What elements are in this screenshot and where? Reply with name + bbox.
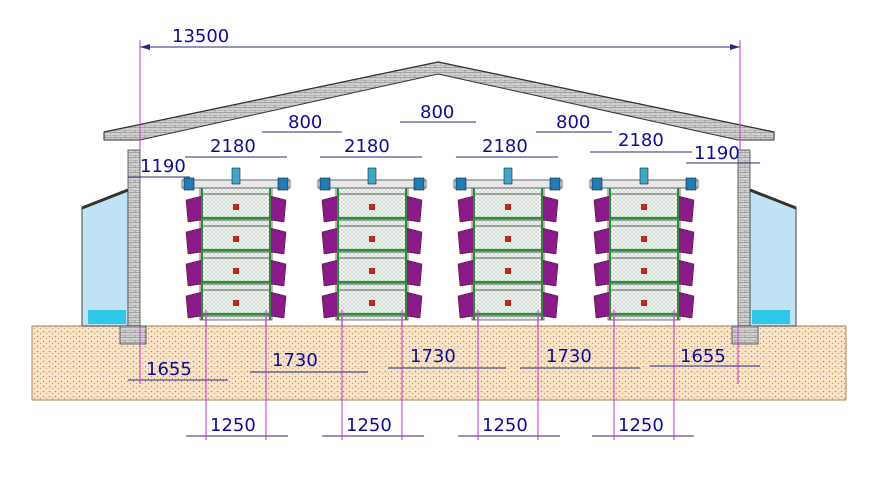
trough-right-4-1: [677, 195, 695, 223]
cage-width-label-2: 2180: [344, 136, 390, 157]
side-gap-label-left: 1190: [140, 156, 186, 177]
nipple-drinker-3-2: [505, 236, 511, 242]
trough-left-1-3: [185, 259, 203, 287]
floor-label-1: 1655: [146, 359, 192, 380]
trough-right-1-2: [269, 227, 287, 255]
trough-right-3-4: [541, 291, 559, 319]
side-gap-label-right: 1190: [694, 143, 740, 164]
trough-left-4-3: [593, 259, 611, 287]
cage-rows: [181, 167, 699, 326]
left-wall: [127, 149, 141, 327]
trough-left-1-4: [185, 291, 203, 319]
cage-width-label-4: 2180: [618, 130, 664, 151]
aisle-label-3: 800: [556, 112, 590, 133]
feeder-right-4: [685, 177, 697, 191]
floor-slab: [31, 325, 847, 401]
feeder-right-2: [413, 177, 425, 191]
trough-left-2-3: [321, 259, 339, 287]
cage-width-label-1: 2180: [210, 136, 256, 157]
nipple-drinker-4-3: [641, 268, 647, 274]
trough-right-1-1: [269, 195, 287, 223]
overall-width-label: 13500: [172, 26, 229, 47]
left-footing: [119, 325, 147, 345]
nipple-drinker-4-2: [641, 236, 647, 242]
nipple-drinker-2-2: [369, 236, 375, 242]
trough-left-2-4: [321, 291, 339, 319]
trough-right-4-4: [677, 291, 695, 319]
trough-right-2-3: [405, 259, 423, 287]
nipple-drinker-1-2: [233, 236, 239, 242]
nipple-drinker-3-4: [505, 300, 511, 306]
right-wall: [737, 149, 751, 327]
trough-left-4-2: [593, 227, 611, 255]
trough-right-1-3: [269, 259, 287, 287]
right-side-panel: [749, 188, 797, 327]
left-side-panel: [81, 188, 129, 327]
feeder-left-1: [183, 177, 195, 191]
nipple-drinker-4-4: [641, 300, 647, 306]
trough-left-3-4: [457, 291, 475, 319]
aisle-label-1: 800: [288, 112, 322, 133]
trough-right-2-4: [405, 291, 423, 319]
manure-pipe-3: [503, 167, 513, 185]
nipple-drinker-4-1: [641, 204, 647, 210]
roof: [103, 61, 775, 141]
trough-left-3-1: [457, 195, 475, 223]
trough-left-2-1: [321, 195, 339, 223]
aisle-label-2: 800: [420, 102, 454, 123]
nipple-drinker-2-4: [369, 300, 375, 306]
trough-right-2-1: [405, 195, 423, 223]
trough-right-3-1: [541, 195, 559, 223]
trough-left-3-2: [457, 227, 475, 255]
trough-left-2-2: [321, 227, 339, 255]
trough-left-1-2: [185, 227, 203, 255]
nipple-drinker-3-3: [505, 268, 511, 274]
base-label-4: 1250: [618, 415, 664, 436]
nipple-drinker-1-4: [233, 300, 239, 306]
manure-pipe-1: [231, 167, 241, 185]
trough-right-1-4: [269, 291, 287, 319]
trough-left-1-1: [185, 195, 203, 223]
trough-left-4-1: [593, 195, 611, 223]
feeder-right-1: [277, 177, 289, 191]
floor-label-3: 1730: [410, 346, 456, 367]
base-label-1: 1250: [210, 415, 256, 436]
nipple-drinker-3-1: [505, 204, 511, 210]
right-footing: [731, 325, 759, 345]
base-label-3: 1250: [482, 415, 528, 436]
manure-pipe-4: [639, 167, 649, 185]
feeder-left-4: [591, 177, 603, 191]
nipple-drinker-1-3: [233, 268, 239, 274]
manure-pipe-2: [367, 167, 377, 185]
trough-right-3-2: [541, 227, 559, 255]
feeder-left-2: [319, 177, 331, 191]
nipple-drinker-1-1: [233, 204, 239, 210]
cage-width-label-3: 2180: [482, 136, 528, 157]
nipple-drinker-2-3: [369, 268, 375, 274]
trough-right-4-3: [677, 259, 695, 287]
dimension-lines: [128, 40, 760, 440]
feeder-left-3: [455, 177, 467, 191]
trough-left-4-4: [593, 291, 611, 319]
trough-right-3-3: [541, 259, 559, 287]
trough-right-2-2: [405, 227, 423, 255]
trough-right-4-2: [677, 227, 695, 255]
floor-label-4: 1730: [546, 346, 592, 367]
feeder-right-3: [549, 177, 561, 191]
nipple-drinker-2-1: [369, 204, 375, 210]
floor-label-2: 1730: [272, 350, 318, 371]
trough-left-3-3: [457, 259, 475, 287]
base-label-2: 1250: [346, 415, 392, 436]
floor-label-5: 1655: [680, 346, 726, 367]
